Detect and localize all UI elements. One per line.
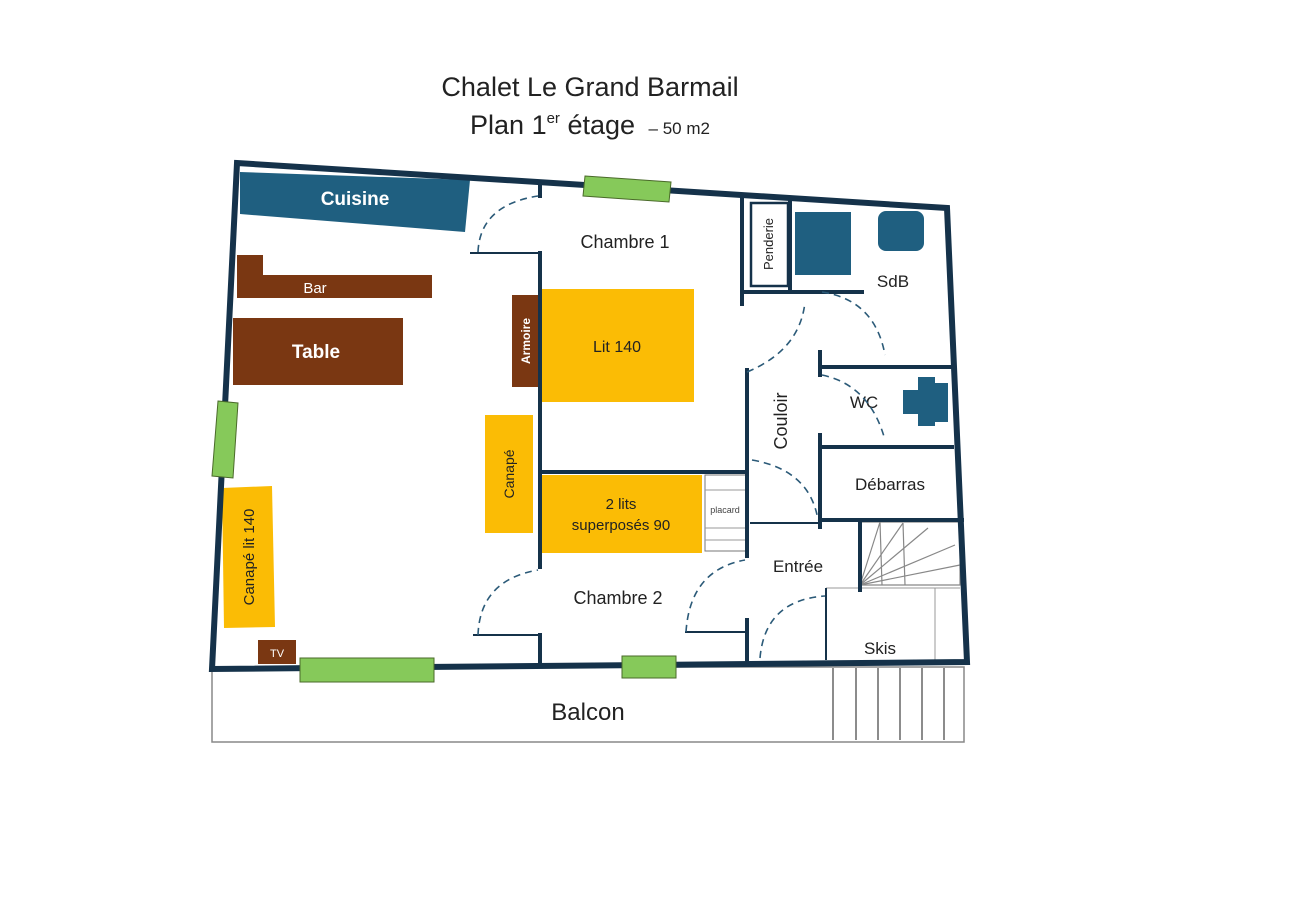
window-chambre-1	[582, 175, 672, 203]
plan-subtitle-superscript: er	[546, 110, 560, 127]
interior-walls	[538, 180, 964, 664]
exterior-walls	[208, 159, 971, 673]
table-furniture	[233, 318, 403, 385]
lit-140-bed	[540, 289, 694, 402]
balcony-railing	[832, 668, 945, 740]
skis-label: Skis	[864, 639, 896, 658]
toilet-fixture	[903, 377, 948, 426]
thin-walls	[470, 252, 827, 660]
plan-subtitle-prefix: Plan 1	[470, 110, 547, 140]
entree-label: Entrée	[773, 557, 823, 576]
bunk-beds-label-line2: superposés 90	[572, 517, 670, 534]
armoire-furniture	[512, 295, 540, 387]
plan-area: – 50 m2	[648, 119, 710, 138]
door-swings	[477, 195, 886, 659]
plan-title: Chalet Le Grand Barmail	[441, 72, 739, 102]
plan-subtitle: Plan 1er étage – 50 m2	[380, 110, 800, 141]
placard-label: placard	[710, 505, 740, 515]
lit-140-label: Lit 140	[593, 339, 641, 356]
bar-label: Bar	[303, 280, 326, 297]
debarras-label: Débarras	[855, 475, 925, 494]
washbasin-fixture	[878, 211, 924, 251]
window-living-south	[299, 657, 435, 683]
cuisine-label: Cuisine	[321, 189, 390, 210]
wc-label: WC	[850, 393, 878, 412]
window-living-west	[211, 400, 239, 479]
table-label: Table	[292, 342, 340, 363]
placard	[704, 474, 748, 552]
canape-label: Canapé	[501, 449, 517, 498]
cuisine-counter	[240, 172, 470, 232]
balcon-label: Balcon	[551, 699, 624, 726]
bunk-beds-label-line1: 2 lits	[606, 496, 637, 513]
armoire-label: Armoire	[519, 318, 533, 364]
bunk-beds	[540, 475, 702, 553]
tv-furniture	[258, 640, 296, 664]
chambre-1-label: Chambre 1	[580, 232, 669, 252]
canape-lit-furniture	[222, 486, 275, 628]
window-chambre-2	[621, 655, 677, 679]
canape-furniture	[485, 415, 533, 533]
tv-label: TV	[270, 648, 285, 660]
shower-fixture	[795, 212, 851, 275]
staircase	[859, 521, 961, 586]
bar-counter	[237, 255, 432, 298]
sdb-label: SdB	[877, 272, 909, 291]
windows	[211, 175, 677, 683]
plan-subtitle-suffix: étage	[559, 110, 636, 140]
penderie-label: Penderie	[761, 218, 776, 270]
canape-lit-label: Canapé lit 140	[241, 509, 258, 606]
couloir-label: Couloir	[771, 392, 791, 449]
chambre-2-label: Chambre 2	[573, 588, 662, 608]
